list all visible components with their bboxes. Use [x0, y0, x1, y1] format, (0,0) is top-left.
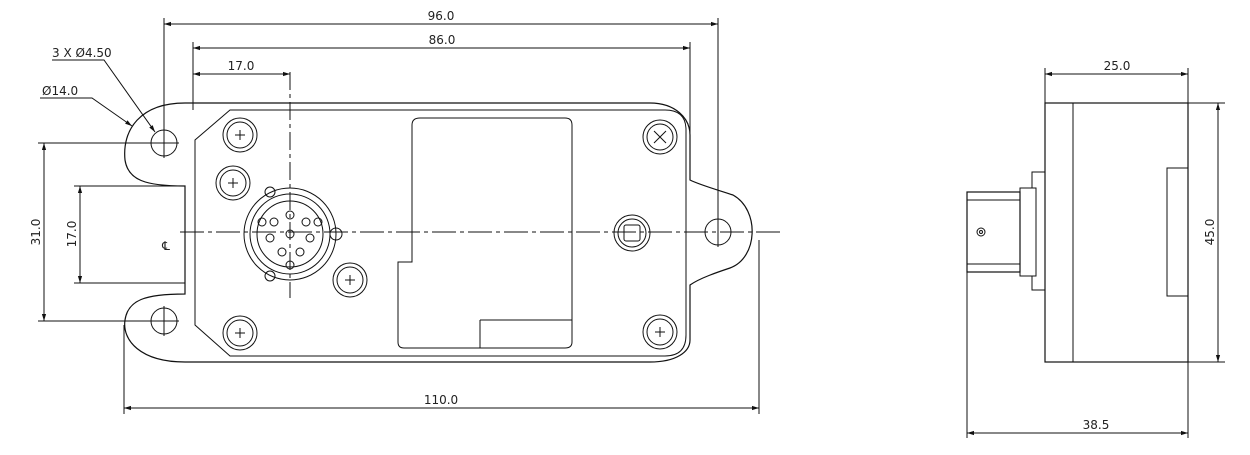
recess-step — [398, 261, 572, 348]
recess-window — [397, 117, 573, 349]
leader-boss — [40, 97, 133, 127]
vent-port — [613, 214, 651, 252]
dim-connector-offset: 17.0 — [228, 59, 255, 73]
hole-centerline-bottom — [149, 306, 179, 336]
ext-lines-17v — [74, 185, 185, 284]
ext-lines-25 — [1044, 68, 1189, 103]
dim-depth-total: 38.5 — [1083, 418, 1110, 432]
screw-bottom-left — [222, 315, 258, 351]
side-connector-body — [966, 191, 1021, 273]
screw-lower-mid — [332, 262, 368, 298]
inner-plate — [194, 109, 687, 357]
dim-boss-callout: Ø14.0 — [42, 84, 78, 98]
side-connector-nut — [1019, 187, 1037, 277]
side-housing — [1044, 102, 1189, 363]
dim-vertical-inner: 17.0 — [65, 221, 79, 248]
dim-vertical-span: 31.0 — [29, 219, 43, 246]
side-connector-boot — [1019, 171, 1045, 291]
screw-mid-left — [215, 165, 251, 201]
ext-lines-38 — [966, 272, 1189, 438]
dim-hole-spacing: 86.0 — [429, 33, 456, 47]
dim-depth-body: 25.0 — [1104, 59, 1131, 73]
screw-bottom-right — [642, 314, 678, 350]
screw-top-right — [642, 119, 678, 155]
ext-lines-96 — [163, 18, 719, 219]
centerline-symbol: ℄ — [161, 239, 170, 253]
side-view: 25.0 45.0 38.5 — [966, 59, 1225, 438]
side-connector-mark — [976, 227, 986, 237]
dim-overall-width: 96.0 — [428, 9, 455, 23]
hole-centerline-top — [149, 128, 179, 158]
side-connector-lines — [967, 199, 1020, 265]
ext-lines-31 — [38, 142, 150, 322]
dim-hole-callout: 3 X Ø4.50 — [52, 46, 112, 60]
leader-hole — [52, 59, 156, 133]
ext-lines-110 — [123, 240, 760, 414]
dim-height: 45.0 — [1203, 219, 1217, 246]
side-rear-block — [1166, 167, 1189, 297]
dim-total-length: 110.0 — [424, 393, 458, 407]
side-connector-mark-inner — [979, 230, 983, 234]
screw-top-left — [222, 117, 258, 153]
front-view: 96.0 86.0 17.0 3 X Ø4.50 Ø14.0 31.0 17.0… — [29, 9, 780, 414]
